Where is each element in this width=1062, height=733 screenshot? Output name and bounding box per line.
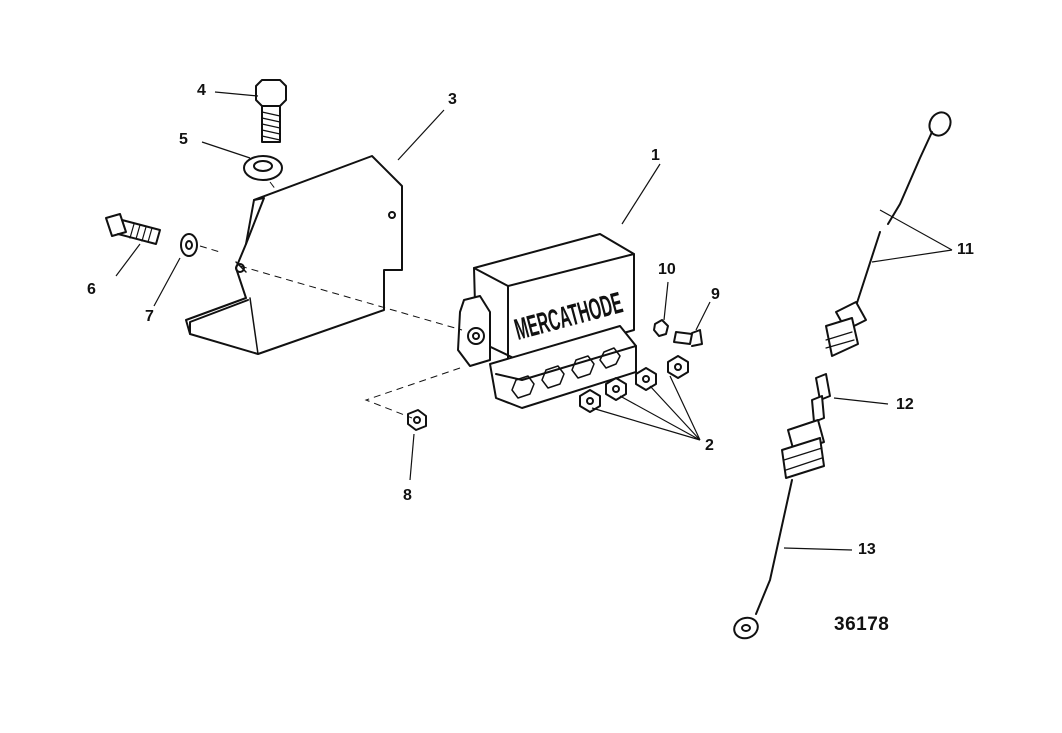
nut-part-8 bbox=[407, 409, 427, 431]
electrode-lead-part-11 bbox=[825, 111, 952, 357]
callout-3: 3 bbox=[448, 91, 457, 108]
callout-6: 6 bbox=[87, 281, 96, 298]
callout-10: 10 bbox=[658, 261, 676, 278]
callout-9: 9 bbox=[711, 286, 720, 303]
washer-part-5 bbox=[243, 155, 283, 181]
leader-lines bbox=[115, 91, 953, 551]
bolt-part-4 bbox=[255, 79, 287, 143]
callout-8: 8 bbox=[403, 487, 412, 504]
callout-11: 11 bbox=[957, 241, 974, 258]
nut-part-10 bbox=[653, 319, 669, 337]
mounting-bracket-part-3 bbox=[185, 155, 403, 355]
nuts-part-2 bbox=[579, 355, 689, 413]
callout-12: 12 bbox=[896, 396, 914, 413]
callout-2: 2 bbox=[705, 437, 714, 454]
callout-13: 13 bbox=[858, 541, 876, 558]
callout-1: 1 bbox=[651, 147, 660, 164]
mercathode-controller-part-1: MERCATHODE bbox=[457, 233, 637, 409]
connector-pin-part-12 bbox=[811, 373, 831, 423]
callout-4: 4 bbox=[197, 82, 206, 99]
screw-part-9 bbox=[673, 329, 703, 347]
washer-part-7 bbox=[180, 233, 198, 257]
anode-lead-part-13 bbox=[733, 419, 825, 640]
figure-number: 36178 bbox=[834, 614, 890, 635]
callout-7: 7 bbox=[145, 308, 154, 325]
alignment-lines bbox=[199, 181, 463, 419]
callout-5: 5 bbox=[179, 131, 188, 148]
screw-part-6 bbox=[105, 213, 161, 245]
